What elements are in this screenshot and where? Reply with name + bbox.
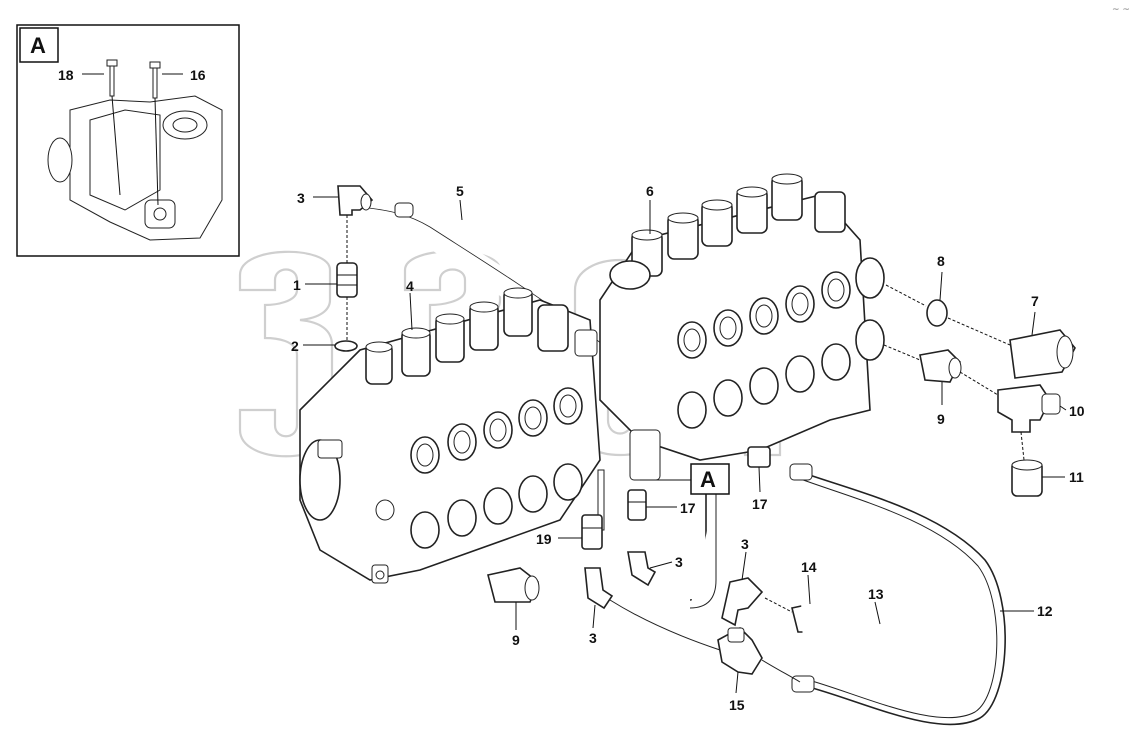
callout-5: 5	[456, 183, 464, 199]
fitting-17-right-drawing	[747, 446, 771, 468]
callout-19: 19	[536, 531, 552, 547]
elbow-fitting-3-right	[721, 577, 764, 627]
hose-12-drawing	[789, 463, 1006, 726]
fitting-17-left-drawing	[627, 489, 647, 521]
inset-detail-a: A 18 16	[16, 24, 240, 257]
callout-7: 7	[1031, 293, 1039, 309]
fitting-7-drawing	[1009, 329, 1076, 379]
callout-1: 1	[293, 277, 301, 293]
callout-6: 6	[646, 183, 654, 199]
corner-mark: ~ ~	[1112, 5, 1130, 15]
callout-14: 14	[801, 559, 817, 575]
callout-16: 16	[190, 67, 206, 83]
callout-10: 10	[1069, 403, 1085, 419]
callout-13: 13	[868, 586, 884, 602]
callout-numbers: 3 5 6 1 4 2 8 7 9 10 11 17 17 19 3 3 14 …	[291, 183, 1085, 713]
callout-17-left: 17	[680, 500, 696, 516]
control-valve-bank-front	[299, 287, 601, 584]
tee-fitting-10-drawing	[997, 384, 1061, 433]
callout-3-bottom: 3	[589, 630, 597, 646]
valve-housing-detail	[47, 95, 223, 241]
inset-label-box	[19, 27, 59, 63]
cap-11-drawing	[1011, 459, 1043, 497]
callout-3-right: 3	[741, 536, 749, 552]
callout-3-mid: 3	[675, 554, 683, 570]
callout-3-top: 3	[297, 190, 305, 206]
control-valve-bank-rear	[574, 173, 885, 531]
elbow-fitting-3-lower	[584, 567, 614, 610]
fitting-9-left-drawing	[487, 567, 540, 603]
callout-12: 12	[1037, 603, 1053, 619]
fitting-1-drawing	[336, 262, 358, 298]
elbow-fitting-3-mid	[627, 551, 657, 587]
callout-9-left: 9	[512, 632, 520, 648]
callout-15: 15	[729, 697, 745, 713]
leader-lines	[303, 196, 1067, 694]
callout-17-right: 17	[752, 496, 768, 512]
callout-4: 4	[406, 278, 414, 294]
detail-reference-box	[690, 463, 730, 495]
callout-18: 18	[58, 67, 74, 83]
fitting-9-right-drawing	[919, 349, 962, 383]
fitting-19-drawing	[581, 514, 603, 550]
callout-2: 2	[291, 338, 299, 354]
o-ring-8-drawing	[926, 299, 948, 327]
detail-reference-label: A	[700, 467, 716, 492]
callout-8: 8	[937, 253, 945, 269]
tee-fitting-15-drawing	[717, 627, 763, 675]
inset-label: A	[30, 33, 46, 58]
callout-9-right: 9	[937, 411, 945, 427]
elbow-fitting-3-top	[337, 185, 374, 216]
callout-11: 11	[1069, 469, 1084, 485]
o-ring-2-drawing	[334, 340, 358, 352]
hose-vertical-drawing	[689, 490, 717, 609]
